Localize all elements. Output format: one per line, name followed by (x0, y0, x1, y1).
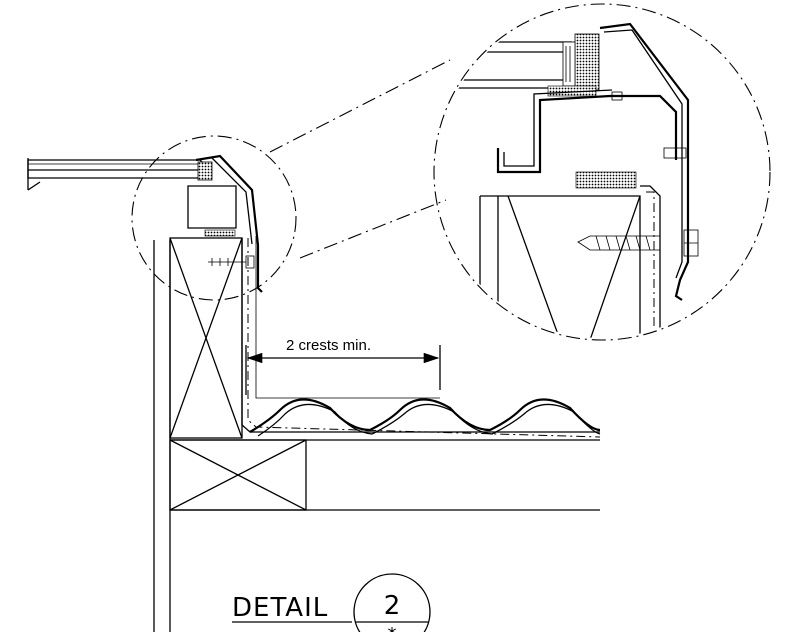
crests-dimension (245, 345, 441, 395)
dimension-label: 2 crests min. (286, 337, 371, 354)
wall-framing (153, 237, 600, 632)
wall-flashing (241, 236, 601, 438)
corrugated-roof-panel (249, 398, 601, 437)
detail-number: 2 (384, 591, 401, 621)
callout-leader-bottom (299, 199, 447, 259)
detail-bubble (353, 573, 431, 632)
enlarged-detail (433, 3, 771, 341)
roof-edge-small-view (27, 154, 263, 293)
callout-leader-top (269, 59, 451, 153)
detail-callout-circle (131, 135, 297, 301)
detail-sheet-ref: * (388, 624, 397, 632)
detail-label: DETAIL (232, 593, 328, 623)
enlarged-callout-circle (433, 3, 771, 341)
detail-title: DETAIL 2 * (232, 573, 431, 632)
